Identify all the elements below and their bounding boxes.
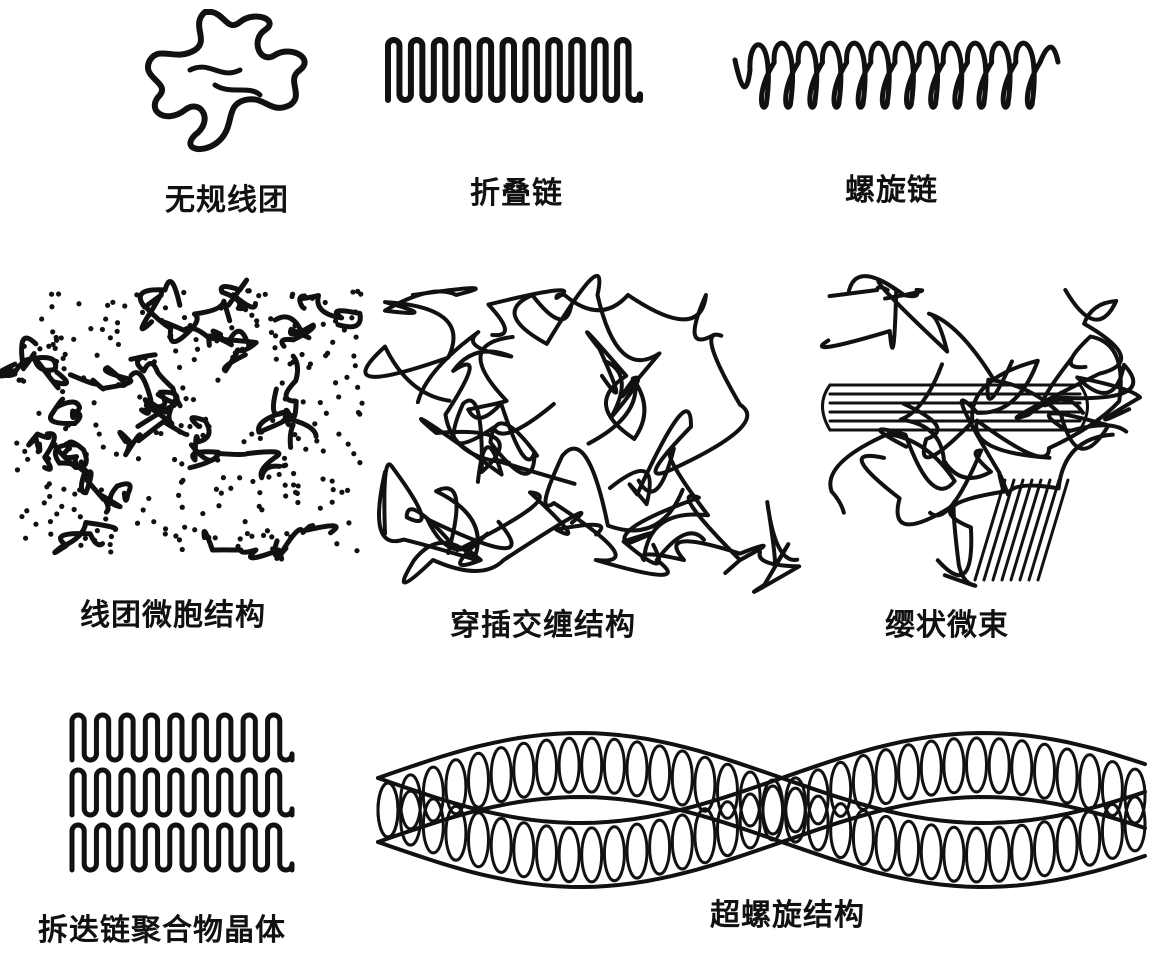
caption-superhelix: 超螺旋结构 xyxy=(710,890,865,934)
